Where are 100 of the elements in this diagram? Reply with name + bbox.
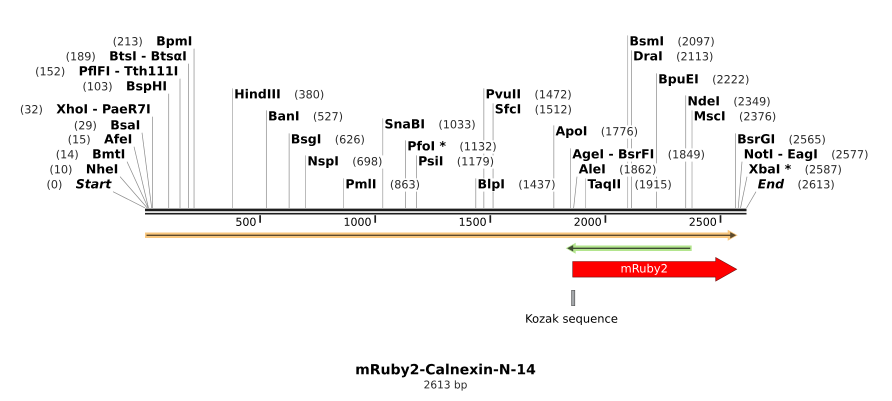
enzyme-name: XbaI * [748,164,791,174]
scale-label: 1000 [344,218,371,226]
site-position: (863) [390,180,420,190]
enzyme-name: XhoI - PaeR7I [56,104,150,114]
enzyme-name: NspI [308,156,338,168]
caption: 2613 bp [424,380,467,391]
leader-line [112,191,146,208]
site-position: (1862) [620,164,656,175]
enzyme-name: ApoI [556,126,586,138]
site-position: (103) [83,82,112,92]
leader-line [134,146,149,208]
feature-label: Kozak sequence [526,314,618,326]
enzyme-name: NheI [86,164,118,174]
site-position: (380) [295,90,324,100]
site-position: (2376) [740,112,776,122]
enzyme-name: AgeI - BsrFI [572,149,654,162]
enzyme-name: BsmI [630,36,663,46]
enzyme-name: BsgI [292,134,320,146]
title: mRuby2-Calnexin-N-14 [356,364,536,378]
leader-line [152,116,153,208]
site-position: (213) [114,36,142,47]
enzyme-name: BsrGI [738,134,774,144]
enzyme-name: NotI - EagI [744,149,817,162]
site-position: (32) [20,104,42,115]
leader-line [492,103,494,208]
site-position: (1849) [668,150,704,160]
site-position: (0) [47,180,62,190]
feature-bar [145,230,738,241]
site-position: (2565) [790,134,825,145]
site-position: (2349) [734,96,770,107]
scale-label: 500 [236,218,256,226]
leader-line [126,161,149,208]
leader-line [382,118,384,208]
enzyme-name: DraI [634,51,662,61]
enzyme-name: PfoI * [408,140,446,151]
leader-line [232,88,233,208]
site-position: (2587) [806,164,841,175]
enzyme-name: HindIII [235,88,280,99]
leader-line [656,73,657,208]
enzyme-name: MscI [694,111,724,121]
enzyme-name: BsaI [111,120,140,130]
enzyme-name: PsiI [419,156,442,166]
enzyme-name: End [758,178,784,189]
enzyme-name: SfcI [496,104,520,114]
site-position: (152) [36,66,64,77]
feature-bar [566,242,692,254]
scale-label: 1500 [460,218,486,226]
leader-line [475,178,476,208]
site-position: (1033) [439,120,475,130]
enzyme-name: BspHI [127,81,166,93]
enzyme-name: BanI [269,111,298,121]
site-position: (2097) [678,36,714,47]
enzyme-name: BpmI [157,36,192,48]
site-position: (10) [50,164,72,175]
scale-label: 2000 [574,218,601,226]
site-position: (2613) [798,180,834,190]
dna-backbone [145,208,746,214]
site-position: (626) [336,134,364,145]
site-position: (527) [314,112,342,122]
site-position: (1776) [602,126,638,137]
leader-line [266,110,267,208]
leader-line [746,191,756,208]
enzyme-name: BtsI - BtsαI [110,51,186,61]
enzyme-name: TaqII [588,179,620,191]
leader-line [631,50,632,208]
leader-line [570,148,571,208]
site-position: (189) [66,52,95,62]
leader-line [142,132,152,208]
enzyme-name: BmtI [93,149,124,158]
feature-block: mRuby2 [572,256,738,282]
site-position: (1512) [536,104,571,115]
leader-line [188,63,189,208]
enzyme-name: Start [76,179,112,189]
enzyme-name: BlpI [478,178,504,191]
enzyme-name: BpuEI [659,74,698,86]
leader-line [288,133,290,208]
leader-line [405,140,406,208]
site-position: (1437) [519,180,555,190]
leader-line [120,176,148,208]
site-position: (2222) [713,74,748,85]
site-position: (2577) [832,150,868,160]
site-position: (1915) [635,180,671,190]
leader-line [685,95,686,208]
site-position: (15) [68,134,90,145]
leader-line [343,178,344,208]
enzyme-name: PvuII [486,89,520,99]
site-position: (29) [74,120,96,131]
enzyme-name: AfeI [104,134,132,144]
leader-line [168,93,170,208]
site-position: (1179) [458,156,494,167]
site-position: (698) [353,156,382,167]
site-position: (1132) [460,142,496,152]
site-position: (1472) [535,90,571,100]
enzyme-name: NdeI [688,96,719,106]
enzyme-name: PflFI - Tth111I [80,66,178,76]
leader-line [740,176,748,208]
leader-line [305,155,306,208]
leader-line [735,133,736,208]
enzyme-name: SnaBI [385,119,424,129]
leader-line [573,176,578,208]
